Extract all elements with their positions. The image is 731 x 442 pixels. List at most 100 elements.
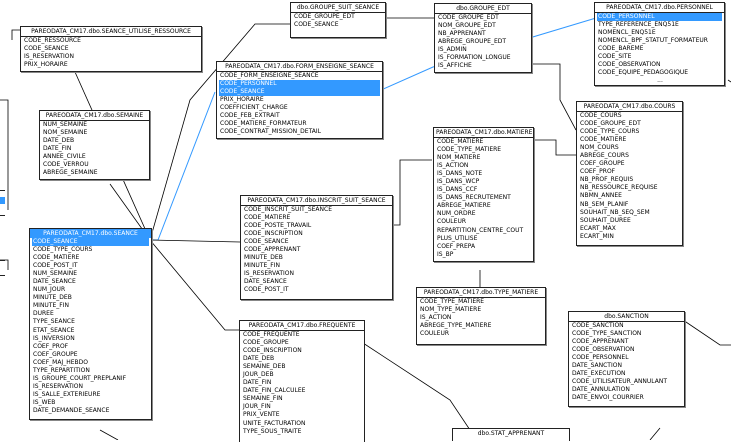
column-row[interactable]: DATE_FIN [43, 145, 72, 153]
column-row[interactable]: IS_DANS_RECRUTEMENT [437, 194, 511, 202]
table-partial-left-top[interactable] [0, 190, 5, 216]
column-row[interactable]: NOMENCL_ENQ51E [598, 29, 656, 37]
column-row[interactable]: CODE_FEB_EXTRAIT [220, 112, 280, 120]
column-row[interactable]: CODE_INSCRIPTION [244, 230, 303, 238]
table-inscrit-suit-seance[interactable]: PAREODATA_CM17.dbo.INSCRIT_SUIT_SEANCE C… [240, 195, 393, 300]
column-row[interactable]: TYPE_SEANCE [33, 318, 75, 326]
column-row[interactable]: ABREGE_COURS [580, 152, 629, 160]
column-row[interactable]: NOM_MATIERE [437, 154, 481, 162]
column-row-selected[interactable]: CODE_SEANCE [219, 88, 380, 97]
table-semaine[interactable]: PAREODATA_CM17.dbo.SEMAINE NUM_SEMAINE N… [39, 110, 150, 181]
column-row[interactable]: IS_INVERSION [33, 334, 75, 342]
column-row[interactable]: CODE_SEANCE [244, 238, 289, 246]
table-form-enseigne-seance[interactable]: PAREODATA_CM17.dbo.FORM_ENSEIGNE_SEANCE … [216, 61, 383, 140]
column-row[interactable]: DATE_FIN [243, 379, 272, 387]
column-row[interactable]: SEMAINE_DEB [243, 363, 286, 371]
column-row[interactable]: COULEUR [420, 330, 449, 338]
column-row[interactable]: DUREE [33, 310, 54, 318]
column-row[interactable]: NB_PROF_REQUIS [580, 176, 634, 184]
column-row[interactable]: ETAT_SEANCE [33, 326, 75, 334]
column-row[interactable]: IS_RESERVATION [24, 53, 74, 61]
column-row[interactable]: CODE_TYPE_COURS [580, 128, 640, 136]
column-row[interactable]: NUM_SEMAINE [43, 121, 87, 128]
table-partial-left-bottom[interactable] [0, 260, 5, 276]
column-row[interactable]: CODE_POST_IT [244, 286, 289, 294]
column-row[interactable]: COEF_MAJ_HEBDO [33, 358, 88, 366]
column-row[interactable]: SEMAINE_FIN [243, 395, 283, 403]
table-groupe-suit-seance[interactable]: dbo.GROUPE_SUIT_SEANCE CODE_GROUPE_EDT C… [290, 2, 386, 39]
column-row[interactable]: CODE_INSCRIPTION [243, 347, 302, 355]
column-row[interactable]: DATE_DEB [43, 137, 75, 145]
column-row[interactable]: CODE_INSCRIT_SUIT_SEANCE [244, 206, 332, 213]
column-row[interactable]: NOM_SEMAINE [43, 129, 88, 137]
column-row[interactable]: ANNEE_CIVILE [43, 153, 86, 161]
column-row[interactable]: MINUTE_FIN [244, 262, 280, 270]
column-row[interactable]: ABREGE_SEMAINE [43, 169, 98, 177]
column-row-selected[interactable] [0, 197, 5, 204]
column-row[interactable]: NB_RESSOURCE_REQUISE [580, 184, 658, 192]
column-row[interactable]: NOMENCL_BPF_STATUT_FORMATEUR [598, 37, 708, 45]
column-row[interactable]: CODE_APPRENANT [572, 338, 629, 346]
table-sanction[interactable]: dbo.SANCTION CODE_SANCTION CODE_TYPE_SAN… [568, 311, 685, 408]
column-row-selected[interactable]: CODE_PERSONNEL [597, 13, 722, 22]
column-row[interactable]: CODE_SANCTION [572, 322, 624, 329]
column-row[interactable]: DATE_ANNULATION [572, 386, 630, 394]
table-type-matiere[interactable]: PAREODATA_CM17.dbo.TYPE_MATIERE CODE_TYP… [416, 287, 546, 346]
column-row[interactable]: MINUTE_DEB [33, 294, 72, 302]
column-row[interactable]: MINUTE_DEB [244, 254, 283, 262]
column-row[interactable]: COULEUR [437, 218, 466, 226]
column-row[interactable]: COEFFICIENT_CHARGE [220, 104, 288, 112]
column-row[interactable]: NUM_ORDRE [437, 210, 476, 218]
column-row[interactable]: CODE_MATIERE [33, 254, 80, 262]
column-row[interactable]: CODE_MATIERE [580, 136, 627, 144]
column-row[interactable]: CODE_POST_IT [33, 262, 78, 270]
column-row[interactable]: CODE_EQUIPE_PEDAGOGIQUE [598, 69, 689, 77]
column-row[interactable]: CODE_GROUPE [243, 339, 289, 347]
column-row[interactable]: COEF_GROUPE [580, 160, 625, 168]
column-row[interactable]: COEF_PREPA [437, 242, 476, 250]
column-row[interactable]: CODE_TYPE_MATIERE [437, 146, 502, 154]
column-row[interactable]: IS_RESERVATION [33, 382, 83, 390]
table-personnel[interactable]: PAREODATA_CM17.dbo.PERSONNEL CODE_PERSON… [594, 2, 725, 87]
column-row-selected[interactable]: CODE_SEANCE [32, 238, 149, 247]
column-row[interactable]: CODE_OBSERVATION [598, 61, 661, 69]
table-frequente[interactable]: PAREODATA_CM17.dbo.FREQUENTE CODE_FREQUE… [239, 320, 365, 442]
column-row[interactable]: SOUHAIT_NB_SEQ_SEM [580, 208, 650, 216]
table-cours[interactable]: PAREODATA_CM17.dbo.COURS CODE_COURS CODE… [576, 101, 683, 246]
column-row[interactable]: CODE_CONTRAT_MISSION_DETAIL [220, 128, 321, 136]
column-row[interactable]: DATE_DEB [243, 355, 275, 363]
column-row[interactable]: CODE_OBSERVATION [572, 346, 635, 354]
column-row[interactable]: IS_DANS_CCF [437, 186, 478, 194]
column-row[interactable]: JOUR_DEB [243, 371, 274, 379]
column-row[interactable]: CODE_FORM_ENSEIGNE_SEANCE [220, 72, 319, 79]
table-seance[interactable]: PAREODATA_CM17.dbo.SEANCE CODE_SEANCE CO… [29, 228, 152, 421]
column-row[interactable]: IS_DANS_NOTE [437, 170, 483, 178]
column-row[interactable]: IS_SALLE_EXTERIEURE [33, 390, 101, 398]
column-row[interactable]: CODE_RESSOURCE [24, 37, 81, 44]
column-row[interactable]: CODE_VERROU [43, 161, 89, 169]
column-row[interactable]: IS_FORMATION_LONGUE [438, 54, 511, 62]
column-row[interactable]: REPARTITION_CENTRE_COUT [437, 226, 524, 234]
column-row[interactable]: CODE_GROUPE_EDT [580, 120, 641, 128]
table-groupe-edt[interactable]: dbo.GROUPE_EDT CODE_GROUPE_EDT NOM_GROUP… [434, 3, 532, 74]
column-row[interactable]: IS_WEB [33, 398, 56, 406]
column-row[interactable]: COEF_PROF [33, 342, 69, 350]
column-row[interactable]: CODE_MATIERE_FORMATEUR [220, 120, 307, 128]
column-row[interactable]: NB_SEM_PLANIF [580, 200, 629, 208]
column-row[interactable]: DATE_DEMANDE_SEANCE [33, 406, 110, 414]
column-row[interactable]: CODE_GROUPE_EDT [294, 13, 355, 20]
column-row[interactable]: DATE_ENVOI_COURRIER [572, 394, 644, 402]
table-seance-utilise-ressource[interactable]: PAREODATA_CM17.dbo.SEANCE_UTILISE_RESSOU… [20, 26, 202, 73]
column-row[interactable]: COEF_GROUPE [33, 350, 78, 358]
column-row[interactable]: ABREGE_TYPE_MATIERE [420, 322, 492, 330]
table-stat-apprenant[interactable]: dbo.STAT_APPRENANT [452, 428, 570, 441]
column-row[interactable]: COEF_PROF [580, 168, 616, 176]
link-seance-form-enseigne[interactable] [150, 91, 216, 241]
column-row[interactable]: SOUHAIT_DUREE [580, 216, 631, 224]
column-row[interactable]: IS_ACTION [437, 162, 469, 170]
column-row[interactable]: ABREGE_MATIERE [437, 202, 491, 210]
column-row[interactable]: PRIX_VENTE [243, 411, 280, 419]
column-row[interactable]: IS_ADMIN [438, 46, 467, 54]
column-row[interactable]: ECART_MAX [580, 224, 616, 232]
